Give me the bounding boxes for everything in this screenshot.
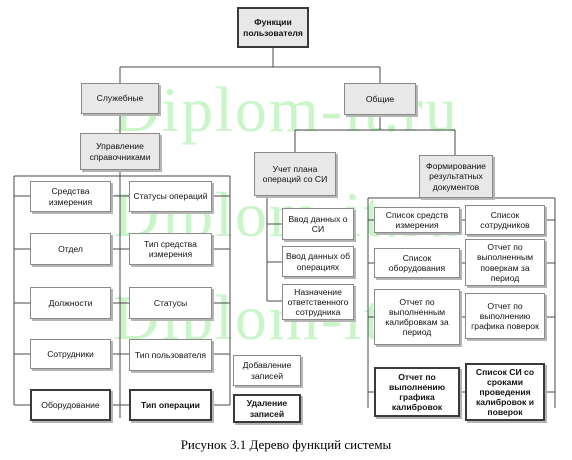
figure-caption: Рисунок 3.1 Дерево функций системы	[180, 437, 392, 452]
node-equipment-list: Список оборудования	[374, 248, 460, 278]
node-si-data-entry: Ввод данных о СИ	[282, 208, 354, 240]
node-add-records: Добавление записей	[233, 355, 301, 386]
node-user-type: Тип пользователя	[129, 339, 212, 371]
node-si-deadlines-list: Список СИ со сроками проведения калибров…	[465, 363, 545, 421]
node-measuring-means: Средства измерения	[30, 181, 111, 212]
node-means-list: Список средств измерения	[374, 207, 460, 233]
node-operation-statuses: Статусы операций	[129, 181, 212, 212]
node-delete-records: Удаление записей	[233, 394, 301, 423]
node-reference-management: Управление справочниками	[80, 133, 160, 170]
node-result-documents: Формирование результатных документов	[419, 155, 493, 198]
node-assign-responsible: Назначение ответственного сотрудника	[282, 284, 354, 320]
node-staff-list: Список сотрудников	[465, 205, 545, 235]
node-employees: Сотрудники	[30, 339, 111, 369]
node-calibrations-report: Отчет по выполненным калибровкам за пери…	[374, 289, 460, 345]
node-checks-report: Отчет по выполненным поверкам за период	[465, 239, 545, 286]
node-general: Общие	[344, 83, 416, 115]
node-means-type: Тип средства измерения	[129, 233, 212, 265]
node-user-functions: Функции пользователя	[237, 7, 309, 48]
node-calibration-schedule-report: Отчет по выполнению графика калибровок	[374, 367, 460, 417]
node-operations-plan: Учет плана операций со СИ	[254, 152, 336, 196]
node-operation-type: Тип операции	[129, 389, 212, 421]
node-operations-data-entry: Ввод данных об операциях	[282, 246, 354, 277]
node-statuses: Статусы	[129, 287, 212, 319]
node-equipment: Оборудование	[30, 389, 111, 421]
node-check-schedule-report: Отчет по выполнению графика поверок	[465, 293, 545, 339]
node-positions: Должности	[30, 287, 111, 319]
node-service: Служебные	[81, 83, 159, 114]
node-department: Отдел	[30, 233, 111, 265]
